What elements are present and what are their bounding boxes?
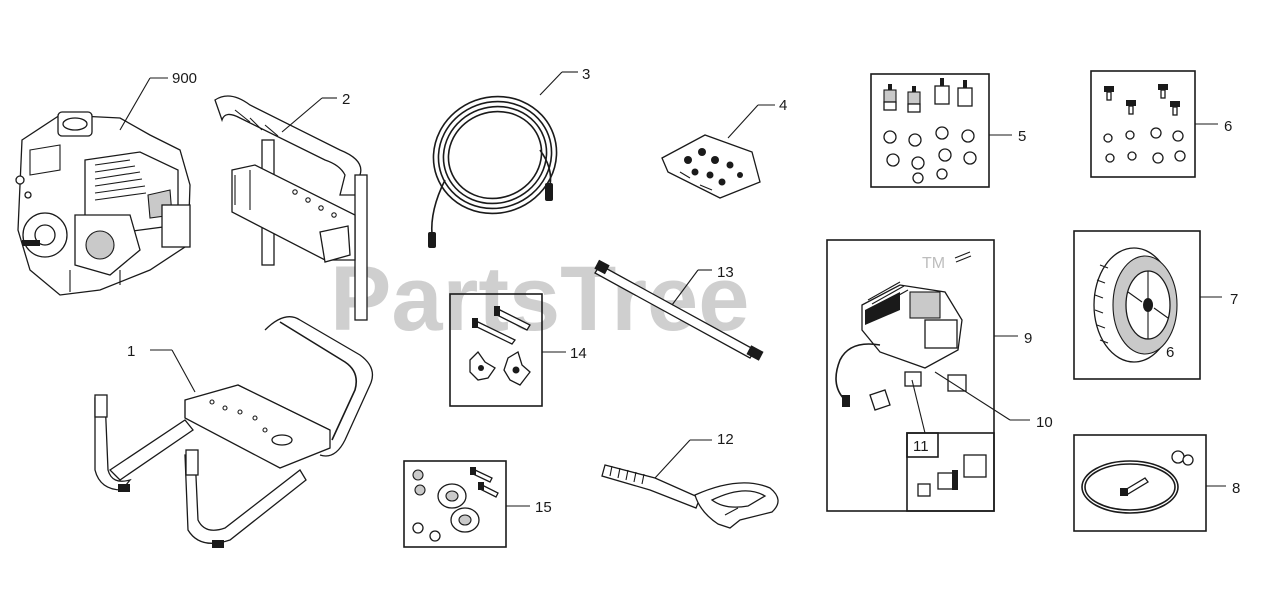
callout-6: 6 — [1224, 118, 1232, 135]
callout-line-13 — [671, 269, 699, 306]
callout-1: 1 — [127, 343, 135, 360]
lance-part-13[interactable] — [594, 259, 764, 361]
callout-12: 12 — [717, 431, 734, 448]
callout-7: 7 — [1230, 291, 1238, 308]
wheel-part-7[interactable]: 6 — [1073, 230, 1201, 380]
callout-9: 9 — [1024, 330, 1032, 347]
fitting-kit-part-11[interactable] — [906, 432, 995, 512]
callout-line-12 — [654, 439, 691, 479]
callout-line-3 — [539, 71, 563, 96]
wheel-mark: 6 — [1166, 344, 1174, 361]
watermark: PartsTree TM — [330, 248, 945, 350]
callout-15: 15 — [535, 499, 552, 516]
callout-4: 4 — [779, 97, 787, 114]
callout-900: 900 — [172, 70, 197, 87]
base-frame-part-1[interactable] — [94, 316, 374, 548]
callout-10: 10 — [1036, 414, 1053, 431]
callout-line-900 — [119, 77, 151, 131]
oring-kit-part-8[interactable] — [1073, 434, 1207, 532]
callout-line-4 — [727, 104, 759, 139]
knob-kit-part-14[interactable] — [449, 293, 543, 407]
callout-14: 14 — [570, 345, 587, 362]
callout-line-2 — [281, 97, 323, 133]
spray-gun-part-12[interactable] — [601, 464, 779, 529]
callout-5: 5 — [1018, 128, 1026, 145]
callout-11: 11 — [913, 438, 929, 455]
handle-frame-part-2[interactable] — [214, 95, 368, 321]
callout-line-10 — [934, 371, 1011, 421]
callout-8: 8 — [1232, 480, 1240, 497]
engine-part-900[interactable] — [15, 111, 191, 296]
pump-part-9[interactable] — [826, 239, 995, 512]
bearing-kit-part-15[interactable] — [403, 460, 507, 548]
callout-3: 3 — [582, 66, 590, 83]
bolt-kit-part-6[interactable] — [1090, 70, 1196, 178]
watermark-text: PartsTree — [330, 248, 749, 350]
callout-line-11 — [911, 379, 926, 434]
mount-kit-part-5[interactable] — [870, 73, 990, 188]
hose-part-3[interactable] — [417, 79, 573, 248]
hardware-bag-part-4[interactable] — [661, 134, 761, 199]
callout-13: 13 — [717, 264, 734, 281]
watermark-trademark: TM — [922, 255, 945, 272]
callout-2: 2 — [342, 91, 350, 108]
